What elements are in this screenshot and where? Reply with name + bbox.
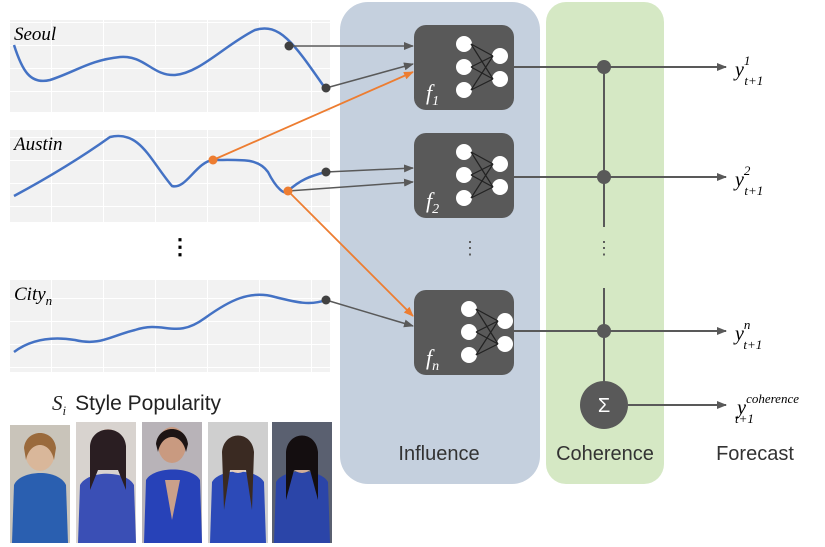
style-photo-2	[76, 422, 136, 543]
style-photo-5	[272, 422, 332, 543]
svg-text:f2: f2	[426, 188, 439, 217]
coherence-sum-node: Σ	[580, 381, 628, 429]
coherence-junctions	[597, 60, 611, 338]
city-label-seoul: Seoul	[14, 24, 56, 45]
cross-influence-connections	[212, 71, 414, 317]
svg-text:fn: fn	[426, 345, 439, 374]
style-photo-4	[208, 422, 268, 543]
section-label-coherence: Coherence	[556, 443, 654, 465]
city-plot-cityn	[10, 280, 330, 372]
city-plot-seoul	[10, 20, 330, 112]
section-label-influence: Influence	[398, 443, 479, 465]
ellipsis-coherence: ⋮	[595, 238, 613, 258]
style-photo-1	[10, 425, 70, 543]
ellipsis-modules: ⋮	[461, 238, 479, 258]
influence-module-f1: f1	[414, 25, 514, 110]
trend-points	[208, 41, 331, 305]
city-label-cityn: Cityn	[14, 284, 52, 308]
coherence-panel	[546, 2, 664, 484]
city-label-austin: Austin	[12, 134, 63, 155]
influence-module-f2: f2	[414, 133, 514, 218]
style-photo-3	[142, 422, 202, 543]
section-label-forecast: Forecast	[716, 443, 794, 465]
sum-icon: Σ	[598, 395, 610, 417]
style-photo-strip	[10, 422, 332, 543]
influence-module-fn: fn	[414, 290, 514, 375]
ellipsis-cities: ⋮	[169, 234, 191, 259]
svg-text:f1: f1	[426, 80, 439, 109]
self-influence-connections	[287, 42, 414, 328]
